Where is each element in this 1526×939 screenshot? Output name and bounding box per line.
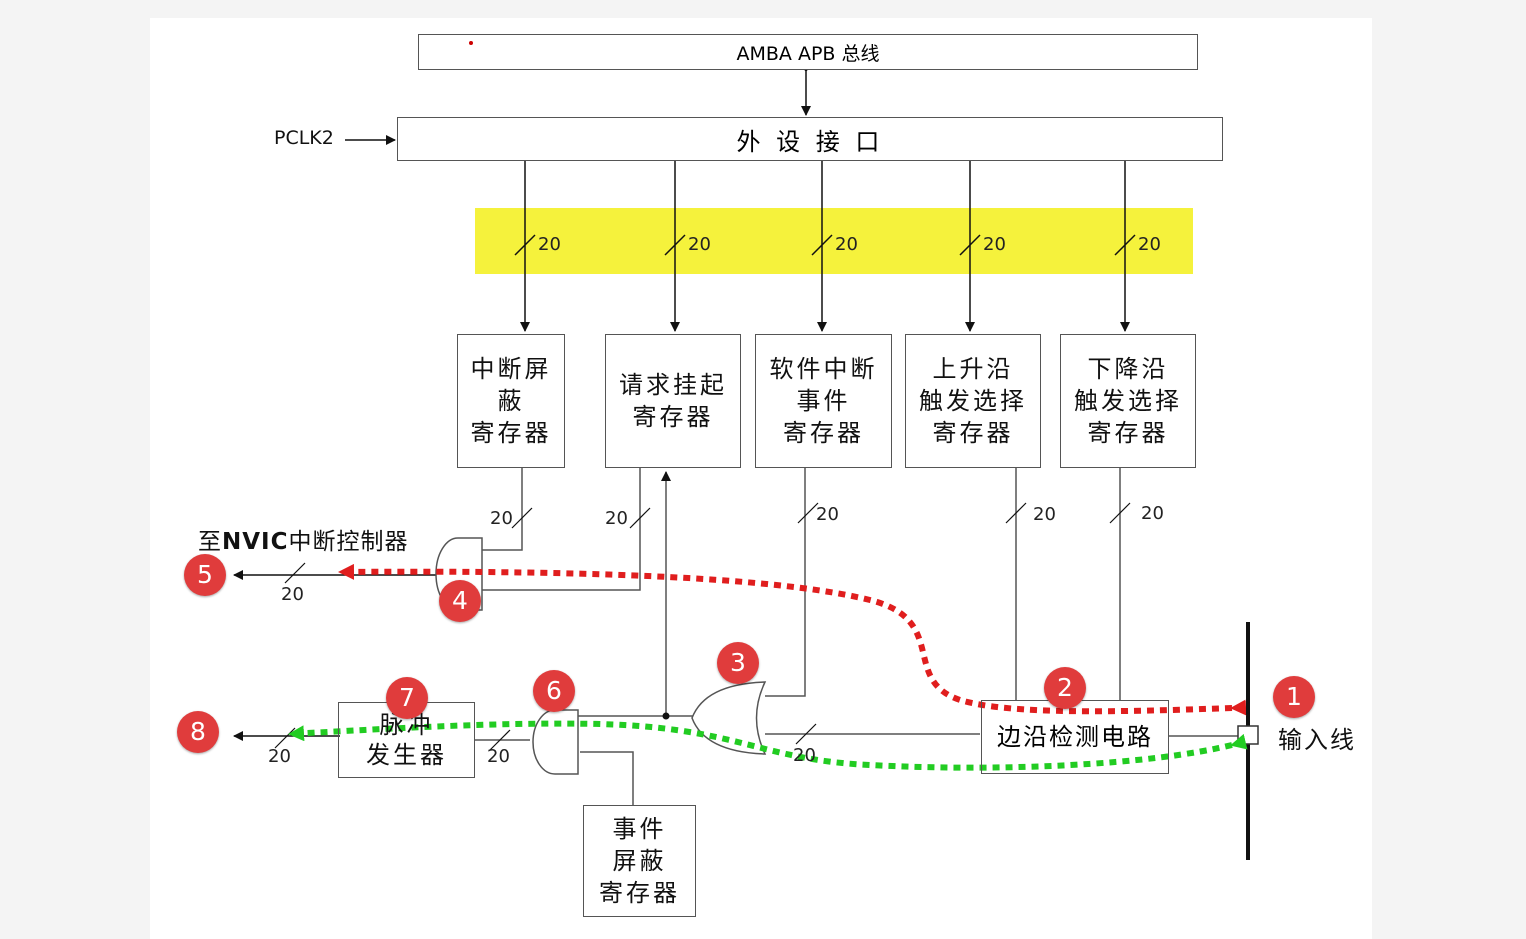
- interrupt-path: [338, 563, 1247, 716]
- width-label-falling: 20: [1141, 503, 1164, 524]
- width-label-event-out: 20: [268, 746, 291, 767]
- nvic-suffix: 中断控制器: [288, 529, 409, 555]
- peripheral-interface: 外 设 接 口: [397, 117, 1223, 161]
- nvic-label: 至NVIC中断控制器: [198, 522, 409, 556]
- width-label-rising: 20: [1033, 504, 1056, 525]
- register-label: 请求挂起 寄存器: [619, 371, 727, 431]
- badge-8: 8: [177, 711, 219, 753]
- amba-apb-bus: AMBA APB 总线: [418, 34, 1198, 70]
- interrupt-mask-register: 中断屏蔽 寄存器: [457, 334, 565, 468]
- input-line-label: 输入线: [1278, 726, 1356, 754]
- edge-detector-label: 边沿检测电路: [997, 722, 1153, 751]
- falling-trigger-register: 下降沿 触发选择 寄存器: [1060, 334, 1196, 468]
- edge-detector: 边沿检测电路: [981, 700, 1169, 774]
- register-label: 软件中断 事件 寄存器: [769, 355, 878, 447]
- event-mask-register: 事件 屏蔽 寄存器: [583, 805, 696, 917]
- pclk2-label: PCLK2: [274, 127, 334, 149]
- pending-request-register: 请求挂起 寄存器: [605, 334, 741, 468]
- rising-trigger-register: 上升沿 触发选择 寄存器: [905, 334, 1041, 468]
- highlight-band: [475, 208, 1193, 274]
- width-label-mask: 20: [490, 508, 513, 529]
- bus-width-3: 20: [835, 234, 858, 255]
- badge-3: 3: [717, 642, 759, 684]
- amba-apb-bus-label: AMBA APB 总线: [736, 42, 880, 65]
- and-gate-6: [532, 709, 579, 775]
- register-label: 上升沿 触发选择 寄存器: [919, 355, 1027, 447]
- event-path: [288, 720, 1248, 771]
- bus-width-5: 20: [1138, 234, 1161, 255]
- bus-width-2: 20: [688, 234, 711, 255]
- badge-2: 2: [1044, 667, 1086, 709]
- badge-7: 7: [386, 677, 428, 719]
- software-interrupt-event-register: 软件中断 事件 寄存器: [755, 334, 892, 468]
- event-mask-label: 事件 屏蔽 寄存器: [599, 815, 680, 907]
- width-label-pending: 20: [605, 508, 628, 529]
- input-pin: [1237, 725, 1259, 745]
- width-label-gate6: 20: [487, 746, 510, 767]
- badge-5: 5: [184, 554, 226, 596]
- pulse-generator-label: 脉冲 发生器: [366, 711, 447, 769]
- register-label: 下降沿 触发选择 寄存器: [1074, 355, 1182, 447]
- bus-width-1: 20: [538, 234, 561, 255]
- peripheral-interface-label: 外 设 接 口: [736, 127, 884, 156]
- junction-dot: [662, 712, 670, 720]
- red-dot: [469, 41, 473, 45]
- pulse-generator: 脉冲 发生器: [338, 702, 475, 778]
- register-label: 中断屏蔽 寄存器: [470, 355, 552, 447]
- bus-width-4: 20: [983, 234, 1006, 255]
- badge-1: 1: [1273, 676, 1315, 718]
- badge-4: 4: [439, 580, 481, 622]
- width-label-edge: 20: [793, 745, 816, 766]
- width-label-nvic: 20: [281, 584, 304, 605]
- nvic-bold: NVIC: [222, 529, 289, 555]
- nvic-prefix: 至: [198, 529, 222, 555]
- width-label-software: 20: [816, 504, 839, 525]
- diagram-sheet: [150, 18, 1372, 939]
- badge-6: 6: [533, 670, 575, 712]
